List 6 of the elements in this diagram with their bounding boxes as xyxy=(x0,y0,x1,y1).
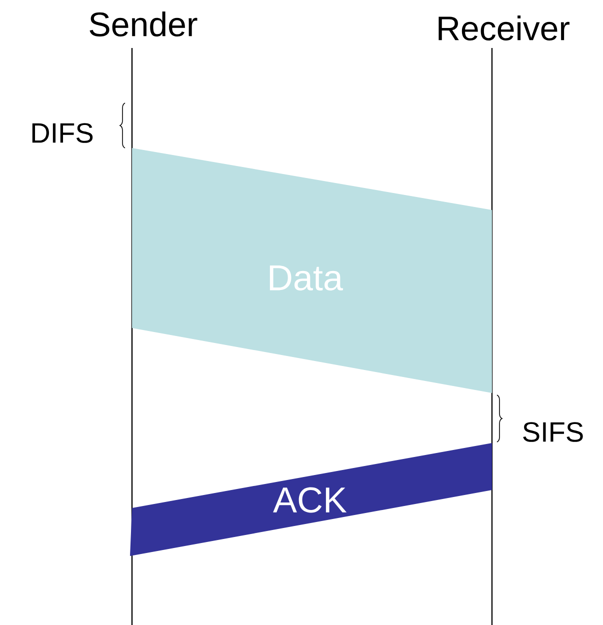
data-frame: Data xyxy=(132,148,492,393)
lifeline-heading: Sender xyxy=(90,12,198,36)
lifeline-heading: Receiver xyxy=(438,16,570,40)
ack-frame: ACK xyxy=(130,443,492,556)
interval-label: DIFS xyxy=(32,123,93,143)
interval-label: SIFS xyxy=(523,422,583,442)
